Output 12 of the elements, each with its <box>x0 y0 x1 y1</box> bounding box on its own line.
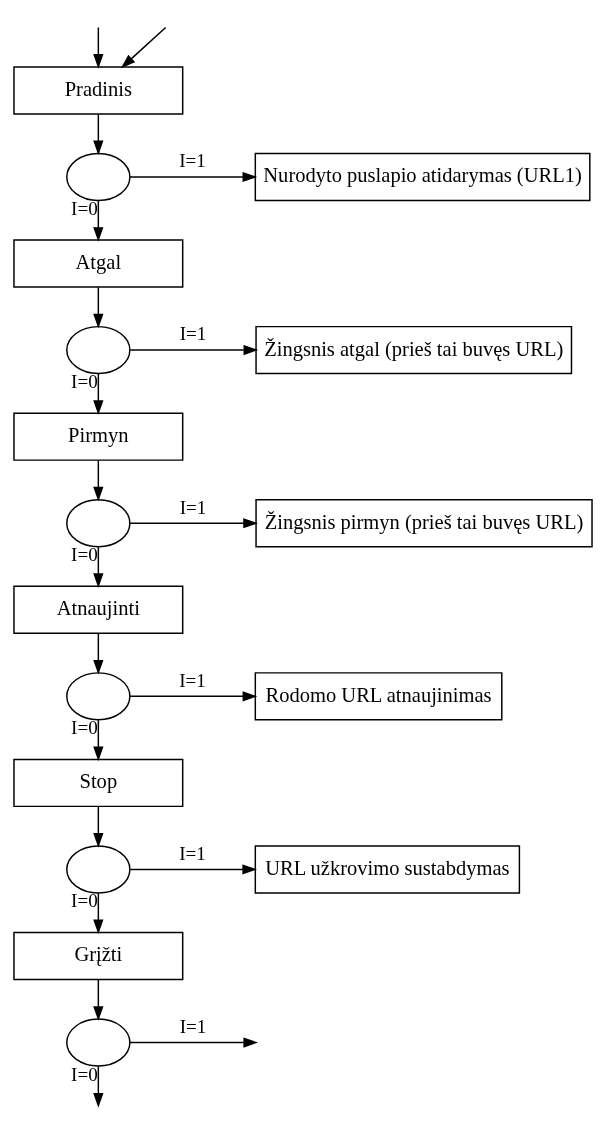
edge-label: I=1 <box>179 323 207 345</box>
edge-label: I=1 <box>179 496 207 518</box>
edge-label: I=0 <box>71 543 98 565</box>
edge-label: I=1 <box>179 150 206 172</box>
edge-label: I=0 <box>71 1063 98 1085</box>
edge-label: I=1 <box>179 842 206 864</box>
edge-label: I=0 <box>71 370 98 392</box>
edge-label: I=0 <box>71 717 98 739</box>
edge-label: I=0 <box>71 197 98 219</box>
edge-label: I=1 <box>179 669 206 691</box>
edge-label: I=0 <box>71 890 98 912</box>
edge-label: I=1 <box>179 1015 207 1037</box>
